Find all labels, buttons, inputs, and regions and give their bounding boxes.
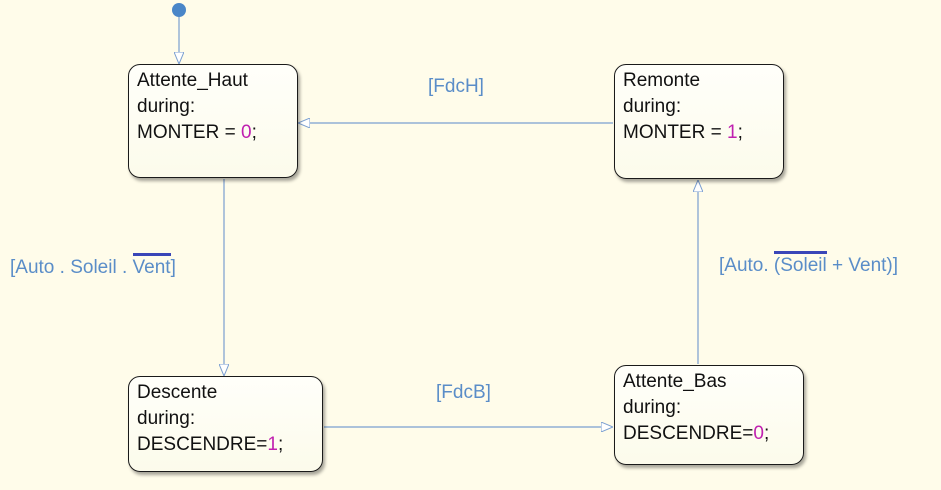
negated-term-text: (Soleil — [773, 255, 827, 276]
state-name: Descente — [137, 382, 218, 403]
state-attente-haut[interactable]: Attente_Haut during: MONTER = 0; — [128, 64, 298, 178]
transition-label-to-descente[interactable]: [Auto . Soleil . Vent] — [10, 253, 176, 279]
transition-label-fdcb[interactable]: [FdcB] — [436, 382, 491, 403]
action-variable: DESCENDRE= — [623, 423, 754, 444]
state-action: MONTER = 0; — [137, 120, 289, 146]
negated-term-text: Vent — [132, 257, 171, 278]
state-name: Attente_Haut — [137, 70, 248, 91]
state-action: DESCENDRE=0; — [623, 421, 795, 447]
state-descente[interactable]: Descente during: DESCENDRE=1; — [128, 376, 323, 472]
state-action: DESCENDRE=1; — [137, 432, 314, 458]
guard-suffix: + Vent)] — [826, 255, 899, 276]
transition-label-fdch[interactable]: [FdcH] — [428, 76, 484, 97]
guard-prefix: [Auto . Soleil . — [10, 257, 133, 278]
state-attente-bas[interactable]: Attente_Bas during: DESCENDRE=0; — [614, 365, 804, 465]
guard-negated-term: (Soleil — [773, 251, 827, 277]
action-value: 0 — [753, 423, 764, 444]
state-name: Attente_Bas — [623, 371, 727, 392]
action-value: 1 — [267, 434, 278, 455]
action-variable: DESCENDRE= — [137, 434, 268, 455]
action-variable: MONTER = — [137, 122, 241, 143]
action-terminator: ; — [251, 122, 257, 143]
state-during-keyword: during: — [623, 96, 682, 117]
state-during-keyword: during: — [623, 397, 682, 418]
action-value: 1 — [726, 122, 738, 143]
guard-suffix: ] — [170, 257, 176, 278]
action-terminator: ; — [763, 423, 770, 444]
action-value: 0 — [240, 122, 252, 143]
negation-overbar — [773, 251, 827, 254]
guard-negated-term: Vent — [132, 253, 171, 279]
default-transition-dot[interactable] — [172, 3, 186, 17]
negation-overbar — [132, 253, 171, 256]
state-action: MONTER = 1; — [623, 120, 775, 146]
state-during-keyword: during: — [137, 408, 196, 429]
action-variable: MONTER = — [623, 122, 727, 143]
action-terminator: ; — [737, 122, 743, 143]
action-terminator: ; — [277, 434, 284, 455]
state-remonte[interactable]: Remonte during: MONTER = 1; — [614, 64, 784, 179]
state-name: Remonte — [623, 70, 701, 91]
state-during-keyword: during: — [137, 96, 196, 117]
transition-label-to-remonte[interactable]: [Auto. (Soleil + Vent)] — [719, 251, 899, 277]
guard-prefix: [Auto. — [719, 255, 774, 276]
